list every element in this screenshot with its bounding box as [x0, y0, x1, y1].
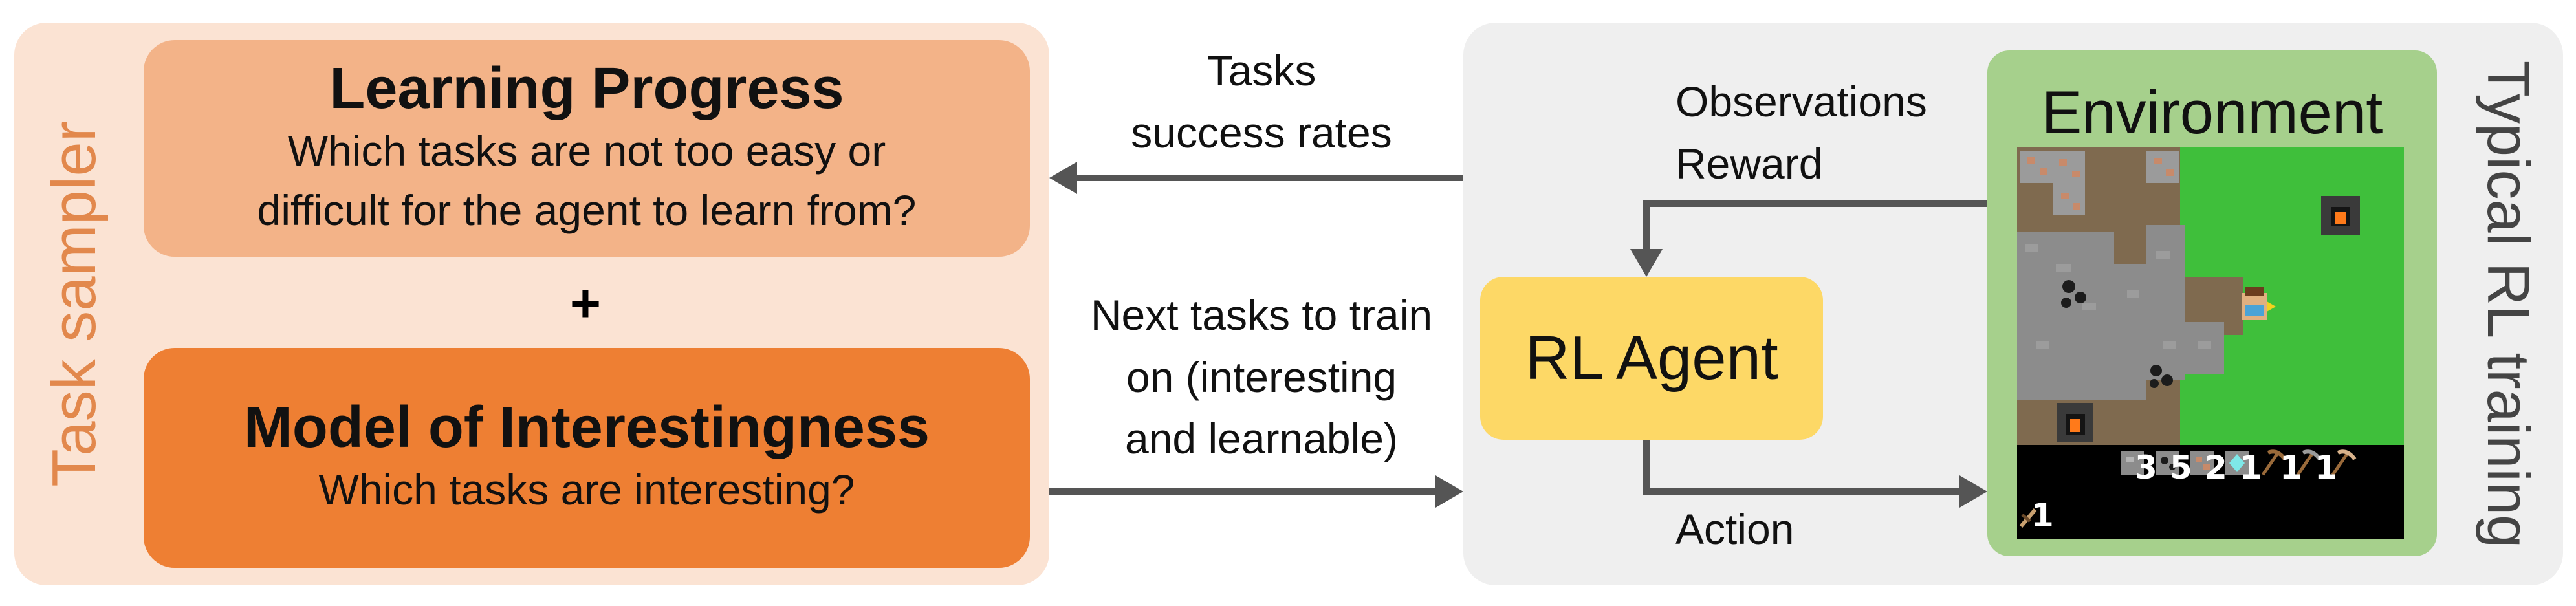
rl-agent-box: RL Agent — [1480, 277, 1823, 440]
rl-training-label: Typical RL training — [2475, 60, 2542, 548]
wood-pickaxe-icon — [2261, 449, 2287, 476]
feedback-label: Tasks success rates — [1131, 47, 1392, 157]
iron-ore-blocks — [2020, 151, 2179, 215]
interestingness-question: Which tasks are interesting? — [318, 466, 855, 514]
observations-label: Observations — [1675, 78, 1927, 125]
next-tasks-arrowhead — [1435, 475, 1463, 508]
learning-progress-question-line2: difficult for the agent to learn from? — [257, 186, 917, 234]
diamond-item-icon — [2225, 451, 2249, 475]
learning-progress-box: Learning Progress Which tasks are not to… — [144, 40, 1030, 257]
inventory-count-stone-pickaxe: 1 — [2315, 449, 2337, 486]
inventory-count-diamond: 1 — [2240, 449, 2262, 486]
learning-progress-question-line1: Which tasks are not too easy or — [287, 126, 886, 175]
next-tasks-label: Next tasks to train on (interesting and … — [1090, 291, 1433, 463]
inventory-count-iron: 2 — [2205, 449, 2227, 486]
sword-icon — [2019, 508, 2037, 528]
plus-sign: + — [570, 274, 601, 333]
inventory-icons — [2019, 449, 2357, 528]
action-label: Action — [1675, 505, 1795, 553]
interestingness-box: Model of Interestingness Which tasks are… — [144, 348, 1030, 568]
stone-pickaxe-icon — [2296, 449, 2322, 476]
game-view — [2017, 147, 2404, 445]
interestingness-title: Model of Interestingness — [243, 395, 930, 460]
task-sampler-label: Task sampler — [39, 121, 109, 487]
player-icon — [2242, 287, 2276, 320]
iron-item-icon — [2190, 451, 2214, 475]
iron-pickaxe-icon — [2331, 449, 2357, 476]
stone-item-icon — [2121, 451, 2144, 475]
coal-item-icon — [2156, 451, 2179, 475]
inventory-count-wood-pickaxe: 1 — [2280, 449, 2302, 486]
learning-progress-title: Learning Progress — [329, 56, 844, 121]
furnace-icon — [2321, 196, 2360, 235]
reward-label: Reward — [1675, 139, 1823, 188]
inventory-count-coal: 5 — [2170, 449, 2192, 486]
inventory-bar: 3 5 2 1 1 1 1 — [2017, 445, 2404, 539]
coal-ore — [2061, 280, 2173, 388]
feedback-arrowhead — [1049, 162, 1077, 194]
furnace-icon — [2057, 403, 2093, 442]
stone-area — [2017, 225, 2224, 400]
environment-title: Environment — [2041, 78, 2383, 146]
observations-reward-label: Observations Reward — [1675, 71, 1927, 195]
inventory-count-sword: 1 — [2031, 497, 2054, 534]
inventory-count-stone: 3 — [2135, 449, 2157, 486]
